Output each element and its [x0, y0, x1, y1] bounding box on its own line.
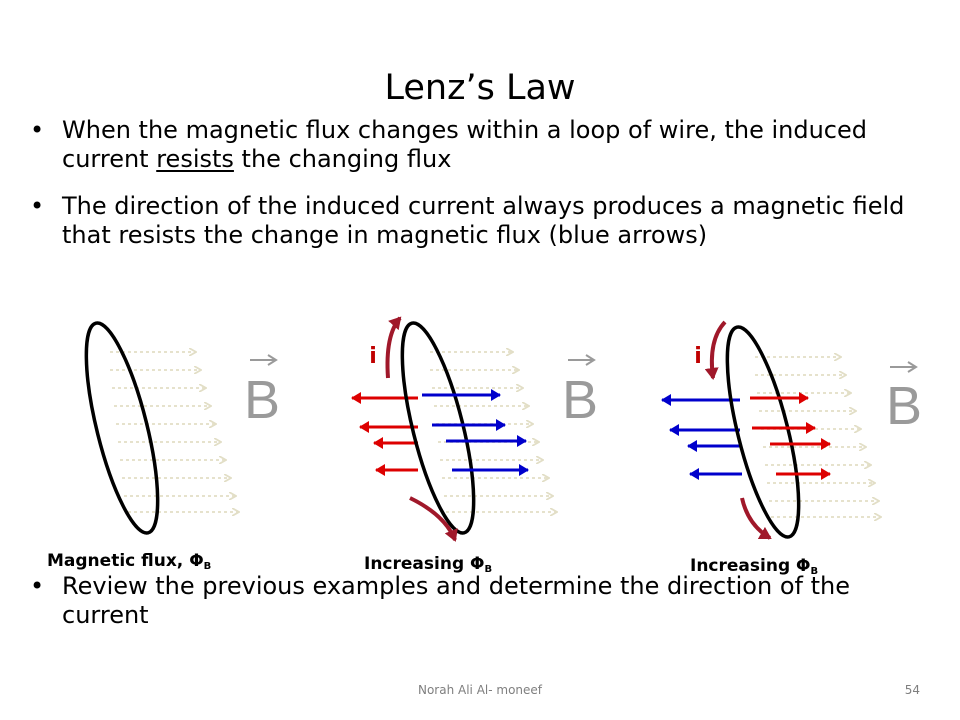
panel-increasing-flux-1: i B [351, 316, 598, 542]
caption-subscript: B [203, 561, 212, 572]
b-field-label: B [244, 354, 280, 430]
current-arrow-top [704, 320, 727, 380]
wire-loop [84, 321, 160, 535]
current-arrow-bottom [409, 496, 458, 542]
wire-loop [725, 325, 801, 539]
bullet-dot: • [30, 572, 45, 600]
bullet-dot: • [30, 116, 45, 144]
b-field-letter: B [886, 376, 922, 436]
caption-subscript: B [484, 564, 493, 575]
bullet-dot: • [30, 192, 45, 220]
page-number: 54 [904, 683, 920, 697]
bullet-2: • The direction of the induced current a… [30, 192, 930, 250]
caption-text: Magnetic flux, [47, 551, 190, 571]
applied-field-arrows [750, 392, 831, 480]
induced-field-arrows [661, 394, 742, 480]
caption-magnetic-flux: Magnetic flux, ΦB [47, 551, 211, 572]
b-field-letter: B [562, 370, 598, 430]
b-field-label: B [886, 361, 922, 436]
bullet-1-text: When the magnetic flux changes within a … [62, 116, 930, 174]
bullet-1-text-start: When the magnetic flux changes within a … [62, 116, 867, 173]
wire-loop [400, 321, 476, 535]
caption-text: Increasing [690, 556, 797, 576]
b-field-label: B [562, 354, 598, 430]
phi-symbol: Φ [470, 554, 485, 574]
bullet-1-underlined-word: resists [156, 145, 234, 173]
lenz-law-figure: B [84, 316, 922, 542]
caption-subscript: B [810, 566, 819, 577]
current-label: i [369, 344, 377, 369]
caption-text: Increasing [364, 554, 471, 574]
field-lines [110, 352, 238, 512]
bullet-3: • Review the previous examples and deter… [30, 572, 930, 630]
phi-symbol: Φ [796, 556, 811, 576]
caption-increasing-flux-1: Increasing ΦB [364, 554, 492, 575]
panel-magnetic-flux: B [84, 321, 280, 535]
footer-author: Norah Ali Al- moneef [417, 683, 543, 697]
applied-field-arrows [422, 389, 529, 476]
b-field-letter: B [244, 370, 280, 430]
caption-increasing-flux-2: Increasing ΦB [690, 556, 818, 577]
bullet-3-text: Review the previous examples and determi… [62, 572, 850, 629]
bullet-1: • When the magnetic flux changes within … [30, 116, 930, 174]
panel-increasing-flux-2: i B [661, 320, 922, 540]
current-arrow-bottom [740, 497, 772, 540]
slide-title: Lenz’s Law [384, 68, 576, 108]
bullet-2-text: The direction of the induced current alw… [62, 192, 905, 249]
current-arrow-top [385, 316, 402, 379]
bullet-1-text-end: the changing flux [233, 145, 452, 173]
current-label: i [694, 344, 702, 369]
phi-symbol: Φ [189, 551, 204, 571]
